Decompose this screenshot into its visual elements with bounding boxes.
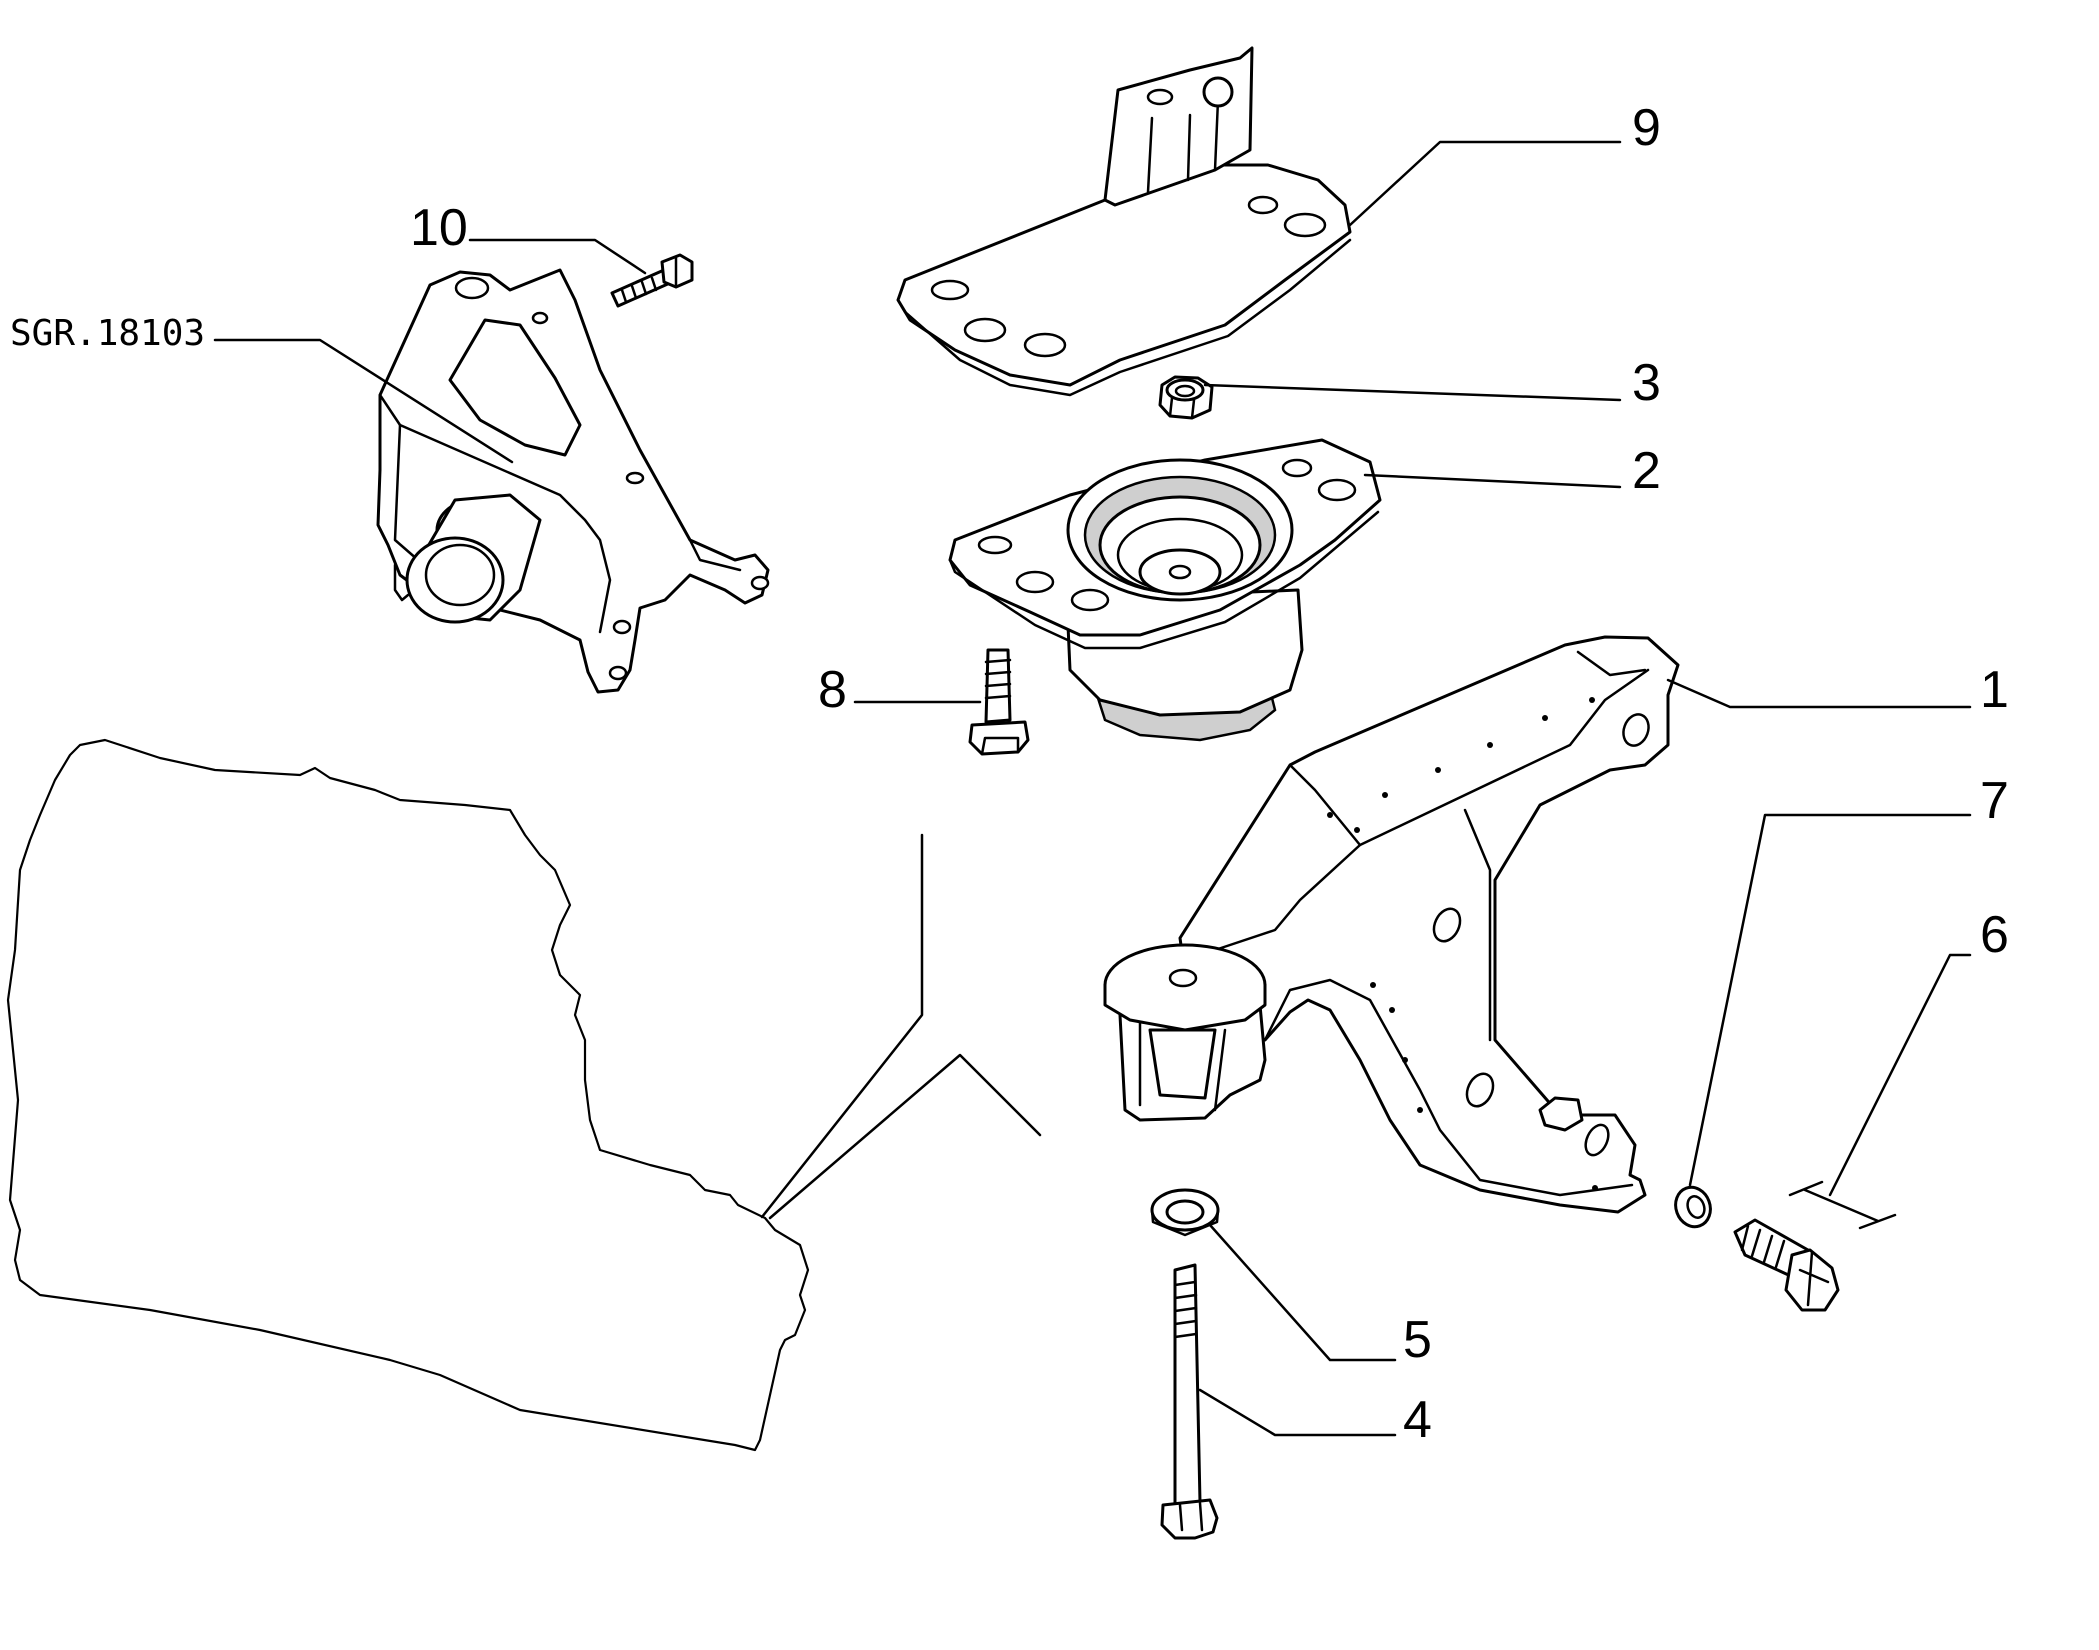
- leader-6: [1828, 953, 1972, 1197]
- gearbox-bracket-assembly: [376, 268, 770, 694]
- transmission-housing-outline: [6, 738, 810, 1452]
- leader-9: [1348, 140, 1622, 227]
- housing-leader-left: [760, 833, 924, 1219]
- leader-1: [1666, 678, 1972, 709]
- nut-3: [1158, 375, 1214, 420]
- callout-1: 1: [1980, 661, 2009, 719]
- hex-bolt-6: [1733, 1180, 1897, 1312]
- rubber-mount-2: [948, 438, 1382, 742]
- leader-7: [1688, 813, 1972, 1187]
- callout-7: 7: [1980, 772, 2009, 830]
- support-bracket-1: [1103, 635, 1680, 1214]
- callout-3: 3: [1632, 354, 1661, 412]
- leader-3: [1203, 383, 1622, 402]
- spring-washer-7: [1674, 1185, 1712, 1229]
- rivet-dots: [1327, 697, 1598, 1191]
- washer-5: [1150, 1188, 1220, 1237]
- leader-10: [468, 238, 647, 275]
- callout-6: 6: [1980, 906, 2009, 964]
- housing-leader-right: [768, 1053, 1042, 1220]
- callout-2: 2: [1632, 442, 1661, 500]
- long-bolt-4: [1160, 1263, 1219, 1540]
- leader-2: [1363, 473, 1622, 489]
- mounting-plate-9: [896, 46, 1352, 397]
- reference-code: SGR.18103: [10, 313, 205, 354]
- callout-10: 10: [410, 199, 468, 257]
- callout-8: 8: [818, 661, 847, 719]
- callout-5: 5: [1403, 1311, 1432, 1369]
- callout-4: 4: [1403, 1391, 1432, 1449]
- screw-8: [968, 648, 1030, 756]
- leader-4: [1198, 1388, 1397, 1437]
- callout-9: 9: [1632, 99, 1661, 157]
- leader-sgr: [213, 338, 514, 464]
- leader-5: [1208, 1223, 1397, 1362]
- bolt-10: [610, 253, 694, 308]
